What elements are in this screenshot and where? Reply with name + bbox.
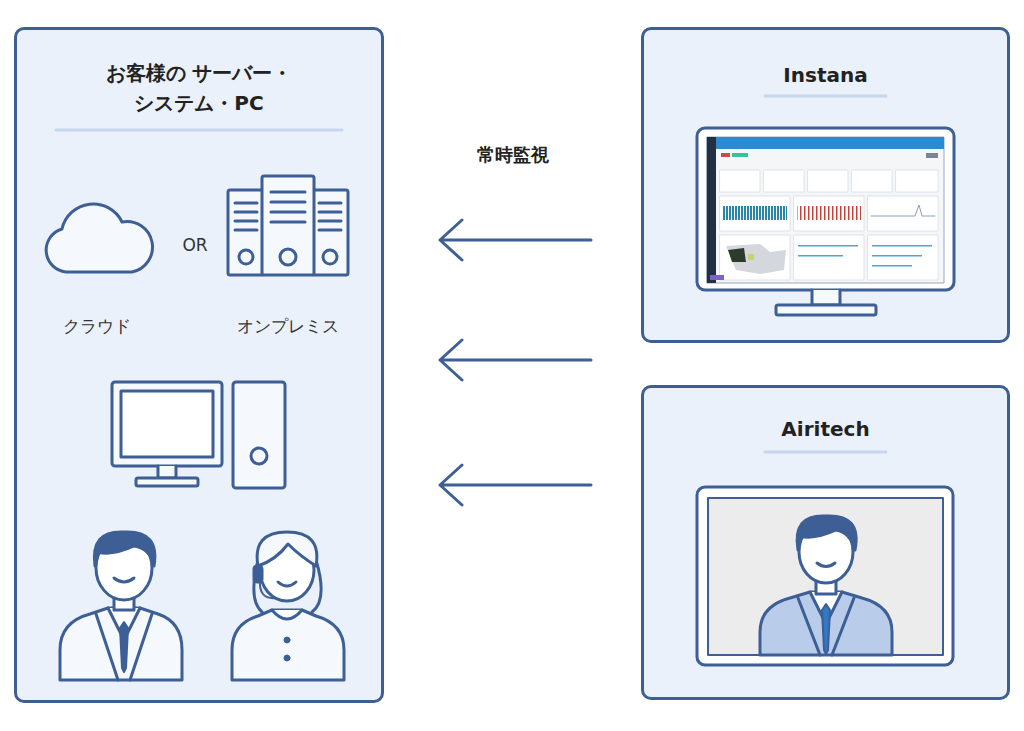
video-call-monitor [697,487,953,665]
text-label: OR [182,235,207,255]
panel-box: お客様の サーバー・システム・PC [14,27,384,703]
panel-title: Instana [676,60,976,90]
text-label: 常時監視 [477,143,549,167]
arrow-connector [440,340,591,380]
arrow-connector [440,465,591,505]
cloud-icon [46,204,152,272]
text-label: オンプレミス [237,315,339,338]
server-icon [228,176,348,275]
arrow-connector [440,220,591,260]
divider [56,129,342,132]
dashboard-monitor [697,128,954,315]
panel-title: Airitech [676,414,976,444]
pc-icon [112,382,285,488]
man-figure [60,532,182,680]
divider [765,95,886,98]
divider [765,451,886,454]
text-label: クラウド [63,315,131,338]
woman-figure [232,532,344,680]
panel-title: お客様の サーバー・システム・PC [69,58,329,118]
